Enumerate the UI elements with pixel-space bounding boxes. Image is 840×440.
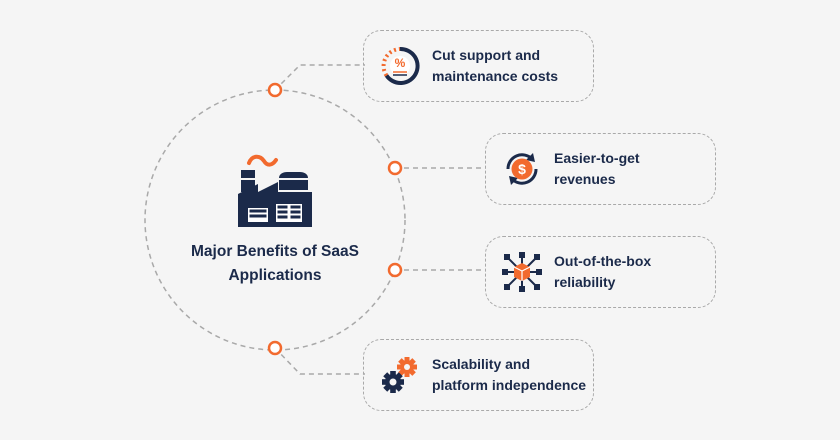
dollar-refresh-icon: $ <box>502 149 542 189</box>
benefit-reliability-line2: reliability <box>554 274 616 290</box>
benefit-revenue-line2: revenues <box>554 171 616 187</box>
connector-1 <box>274 64 365 91</box>
benefit-card-cost: % Cut support and maintenance costs <box>363 30 594 102</box>
benefit-cost-line2: maintenance costs <box>432 68 559 84</box>
benefit-card-scalability: Scalability and platform independence <box>363 339 594 411</box>
benefit-card-revenue: $ Easier-to-get revenues <box>485 133 716 205</box>
svg-text:%: % <box>395 56 406 70</box>
benefit-reliability-line1: Out-of-the-box <box>554 253 652 269</box>
benefit-revenue-text: Easier-to-get revenues <box>554 148 640 190</box>
benefit-cost-line1: Cut support and <box>432 47 541 63</box>
center-title: Major Benefits of SaaS Applications <box>160 240 390 288</box>
network-cube-icon <box>502 252 542 292</box>
benefit-reliability-text: Out-of-the-box reliability <box>554 251 651 293</box>
gears-icon <box>380 355 420 395</box>
center-title-line1: Major Benefits of SaaS <box>191 243 359 260</box>
node-dot-2 <box>387 160 403 176</box>
benefit-card-reliability: Out-of-the-box reliability <box>485 236 716 308</box>
center-title-line2: Applications <box>228 267 322 284</box>
benefit-scalability-line1: Scalability and <box>432 356 531 372</box>
connector-4 <box>274 347 365 375</box>
factory-icon <box>238 154 312 227</box>
percent-badge-icon: % <box>380 46 420 86</box>
node-dot-4 <box>267 340 283 356</box>
node-dot-3 <box>387 262 403 278</box>
benefit-cost-text: Cut support and maintenance costs <box>432 45 558 87</box>
benefit-revenue-line1: Easier-to-get <box>554 150 640 166</box>
node-dot-1 <box>267 82 283 98</box>
benefit-scalability-text: Scalability and platform independence <box>432 354 586 396</box>
svg-text:$: $ <box>518 161 526 177</box>
benefit-scalability-line2: platform independence <box>432 377 587 393</box>
